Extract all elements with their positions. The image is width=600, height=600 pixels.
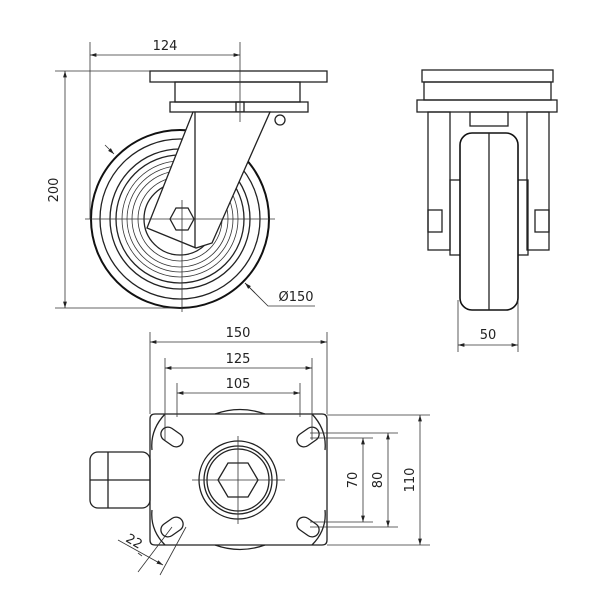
dim-105: 105 — [226, 377, 251, 392]
dim-22: 22 — [123, 531, 145, 552]
side-view: 50 — [416, 69, 558, 352]
dim-80: 80 — [371, 472, 386, 489]
dim-70: 70 — [346, 472, 361, 489]
dim-150: 150 — [226, 326, 251, 341]
dim-124: 124 — [153, 39, 178, 54]
top-view: 150 125 105 70 80 110 22 — [89, 326, 430, 576]
dim-110: 110 — [403, 468, 418, 493]
dim-diameter-150: Ø150 — [278, 290, 313, 305]
dim-200: 200 — [47, 178, 62, 203]
mounting-slots — [160, 426, 320, 538]
dim-125: 125 — [226, 352, 251, 367]
front-view: 124 200 Ø150 — [47, 39, 328, 312]
dim-50: 50 — [480, 328, 497, 343]
top-plate — [149, 413, 328, 546]
fork-leg — [146, 111, 271, 249]
